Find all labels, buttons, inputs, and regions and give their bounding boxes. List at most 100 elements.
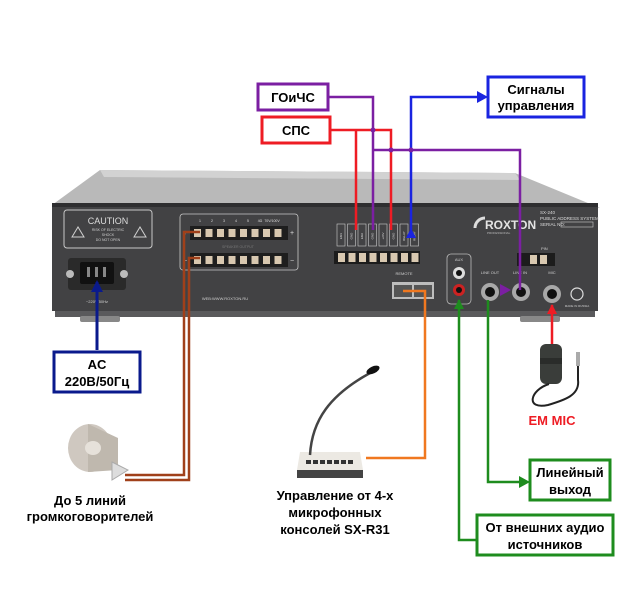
terminal-screw	[228, 229, 236, 237]
speaker-channel-label: 70V/100V	[264, 219, 280, 223]
warning-icon	[71, 226, 85, 238]
console-button	[341, 460, 346, 464]
label-control-signals: Сигналы управления	[486, 75, 586, 119]
svg-text:Сигналы: Сигналы	[507, 82, 564, 97]
pin-terminal: PIN	[517, 246, 555, 266]
terminal-screw	[380, 253, 387, 262]
wire-line-in	[373, 148, 522, 290]
terminal-screw	[251, 256, 259, 264]
svg-text:CAUTION: CAUTION	[88, 216, 129, 226]
device-rear-panel	[52, 203, 598, 311]
power-inlet: ~220V/50Hz	[66, 258, 128, 304]
svg-text:220В/50Гц: 220В/50Гц	[65, 374, 130, 389]
certification-mark: MADE IN RUSSIA	[565, 287, 590, 308]
terminal-screw	[217, 229, 224, 237]
svg-text:От внешних аудио: От внешних аудио	[485, 520, 604, 535]
wire-speaker-1	[125, 230, 200, 477]
terminal-screw	[411, 253, 419, 262]
terminal-screw	[359, 253, 366, 262]
terminal-screw	[194, 256, 201, 264]
svg-text:AC: AC	[88, 357, 107, 372]
terminal-label: GND	[392, 232, 396, 240]
svg-text:SERIAL NO:: SERIAL NO:	[540, 222, 565, 227]
svg-text:SX-240: SX-240	[540, 210, 556, 215]
console-button	[334, 460, 339, 464]
terminal-screw	[263, 229, 270, 237]
speaker-channel-label: 5	[247, 219, 249, 223]
label-sps: СПС	[260, 115, 332, 145]
caution-label: CAUTION RISK OF ELECTRIC SHOCK DO NOT OP…	[63, 209, 153, 249]
label-em-mic: EM MIC	[529, 413, 577, 428]
console-button	[313, 460, 318, 464]
svg-text:MIC: MIC	[548, 270, 555, 275]
console-button	[327, 460, 332, 464]
arrow-right-icon	[477, 91, 488, 103]
svg-text:DO NOT OPEN: DO NOT OPEN	[96, 238, 121, 242]
wire-goichs	[329, 95, 375, 230]
svg-text:ROXTON: ROXTON	[485, 218, 536, 232]
arrow-up-icon	[547, 304, 557, 314]
terminal-screw	[240, 229, 247, 237]
speaker-channel-label: 3	[223, 219, 225, 223]
arrows	[91, 91, 557, 488]
svg-text:AUX: AUX	[455, 257, 464, 262]
wire-speaker-2	[125, 256, 200, 482]
terminal-screw	[205, 256, 213, 264]
warning-icon	[133, 226, 147, 238]
svg-text:REMOTE: REMOTE	[395, 271, 412, 276]
terminal-screw	[348, 253, 356, 262]
arrow-up-icon	[454, 299, 464, 309]
mic-jack: MIC	[543, 270, 561, 303]
terminal-label: EM2	[360, 233, 364, 240]
arrow-right-icon	[500, 284, 511, 296]
terminal-screw	[369, 253, 377, 262]
label-speakers: До 5 линий	[54, 493, 126, 508]
svg-text:выход: выход	[549, 482, 592, 497]
svg-text:PROFESSIONAL: PROFESSIONAL	[487, 231, 511, 235]
terminal-screw	[274, 256, 282, 264]
svg-text:СПС: СПС	[282, 123, 311, 138]
terminal-screw	[401, 253, 408, 262]
console-button	[320, 460, 325, 464]
wire-line-out	[486, 300, 522, 484]
terminal-screw	[390, 253, 398, 262]
svg-text:−: −	[290, 258, 294, 265]
label-ac-power: AC 220В/50Гц	[52, 350, 142, 394]
terminal-label: GND	[350, 232, 354, 240]
terminal-label: GND	[371, 232, 375, 240]
label-line-out: Линейный выход	[528, 458, 612, 502]
label-console-3: консолей SX-R31	[280, 522, 389, 537]
terminal-screw	[263, 256, 270, 264]
speaker-channel-label: 1	[199, 219, 201, 223]
label-goichs: ГОиЧС	[256, 82, 330, 112]
svg-text:LINE OUT: LINE OUT	[481, 270, 500, 275]
console-button	[348, 460, 353, 464]
svg-text:SPEAKER OUTPUT: SPEAKER OUTPUT	[222, 245, 255, 249]
terminal-label: +24V	[381, 232, 385, 239]
wire-control-signals	[409, 95, 480, 230]
speaker-channel-label: 4Ω	[258, 219, 263, 223]
terminal-label: RELAY	[402, 231, 406, 241]
svg-text:RISK OF ELECTRIC: RISK OF ELECTRIC	[92, 228, 125, 232]
wire-remote	[366, 289, 427, 460]
brand-logo: ROXTON PROFESSIONAL SX-240 PUBLIC ADDRES…	[473, 210, 599, 235]
wire-sps	[331, 128, 393, 230]
arrow-up-icon	[91, 280, 103, 292]
terminal-screw	[205, 229, 213, 237]
svg-text:источников: источников	[508, 537, 583, 552]
label-console: Управление от 4-х	[277, 488, 395, 503]
arrow-up-icon	[406, 228, 416, 238]
svg-text:PIN: PIN	[541, 246, 548, 251]
microphone-console-image	[297, 365, 380, 478]
hand-microphone-image	[531, 344, 580, 407]
svg-text:WEB:WWW.ROXTON.RU: WEB:WWW.ROXTON.RU	[202, 296, 248, 301]
svg-text:PUBLIC ADDRESS SYSTEM: PUBLIC ADDRESS SYSTEM	[540, 216, 599, 221]
svg-text:управления: управления	[498, 98, 575, 113]
terminal-screw	[274, 229, 282, 237]
label-external-audio: От внешних аудио источников	[475, 513, 615, 557]
svg-text:MADE IN RUSSIA: MADE IN RUSSIA	[565, 304, 590, 308]
amplifier-device: CAUTION RISK OF ELECTRIC SHOCK DO NOT OP…	[52, 170, 600, 322]
wire-aux	[457, 300, 477, 542]
label-console-2: микрофонных	[288, 505, 382, 520]
